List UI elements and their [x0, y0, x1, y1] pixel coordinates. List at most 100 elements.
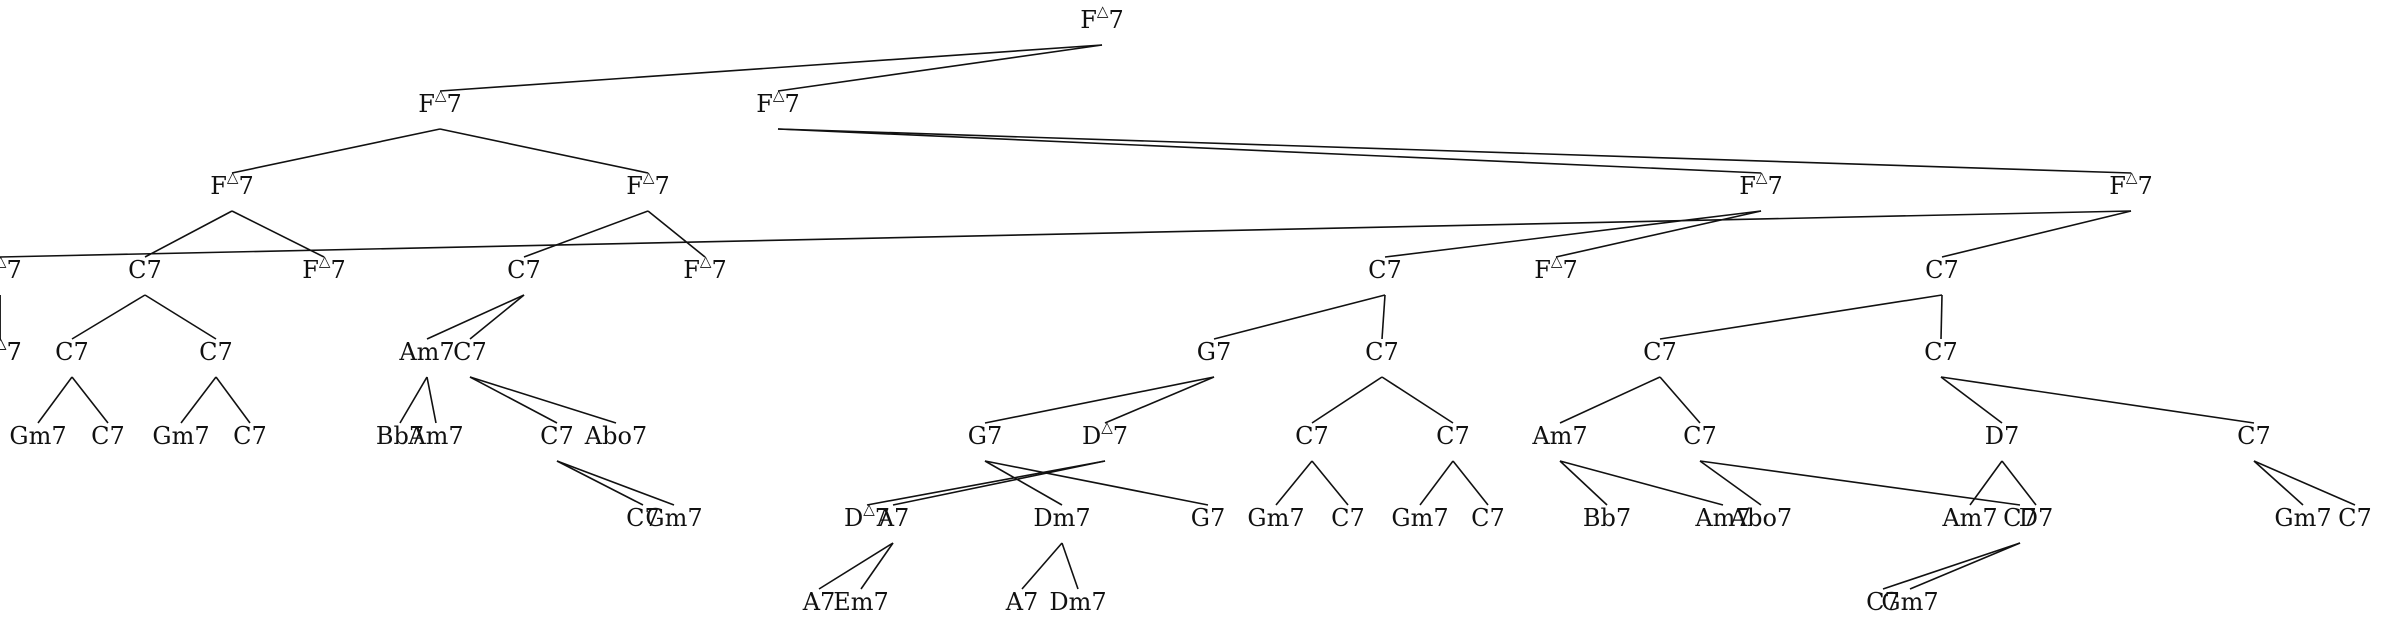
chord-node-gm7: Gm7: [152, 422, 209, 450]
tree-edge: [556, 460, 675, 506]
chord-node-c7: C7: [1866, 588, 1900, 616]
chord-node-gm7: Gm7: [9, 422, 66, 450]
chord-node-c7: C7: [199, 338, 233, 366]
tree-edge: [1941, 210, 2132, 258]
tree-edge: [1061, 542, 1079, 590]
chord-node-c7: C7: [1924, 338, 1958, 366]
tree-edge: [1419, 460, 1454, 506]
tree-edge: [556, 460, 644, 506]
tree-edge: [1940, 376, 2255, 424]
chord-node-f-maj7: F△7: [302, 252, 345, 284]
tree-edge: [1882, 542, 2021, 590]
chord-node-f-maj7: F△7: [1534, 252, 1577, 284]
chord-node-f-maj7: F△7: [210, 168, 253, 200]
chord-node-c7: C7: [1368, 256, 1402, 284]
tree-edge: [1969, 460, 2003, 506]
tree-edge: [426, 294, 525, 340]
chord-node-gm7: Gm7: [1247, 504, 1304, 532]
tree-edge: [1311, 376, 1383, 424]
tree-edge: [469, 376, 617, 424]
chord-node-c7: C7: [233, 422, 267, 450]
tree-edge: [1659, 294, 1943, 340]
chord-node-dm7: Dm7: [1049, 588, 1106, 616]
chord-node-f-maj7: F△7: [1739, 168, 1782, 200]
tree-edge: [231, 128, 441, 174]
chord-node-c7: C7: [2338, 504, 2372, 532]
chord-node-d7: D7: [2019, 504, 2054, 532]
tree-edge: [439, 128, 649, 174]
chord-node-gm7: Gm7: [645, 504, 702, 532]
chord-node-gm7: Gm7: [1881, 588, 1938, 616]
tree-edge: [1940, 376, 2003, 424]
chord-node-f-maj7: F△7: [626, 168, 669, 200]
chord-node-f-maj7: F△7: [756, 86, 799, 118]
chord-node-a7: A7: [802, 588, 836, 616]
tree-edge: [469, 376, 558, 424]
tree-edge: [647, 210, 706, 258]
tree-edge: [180, 376, 217, 424]
chord-node-am7: Am7: [398, 338, 454, 366]
tree-edge: [1699, 460, 2021, 506]
chord-node-f-maj7: F△7: [0, 334, 22, 366]
tree-edge: [818, 542, 894, 590]
tree-edge: [1384, 210, 1762, 258]
tree-edge: [777, 128, 1762, 174]
tree-edge: [2253, 460, 2304, 506]
chord-node-f-maj7: F△7: [0, 252, 22, 284]
chord-node-g7: G7: [1191, 504, 1225, 532]
tree-edge: [984, 460, 1209, 506]
tree-edge: [1559, 376, 1661, 424]
chord-node-bb7: Bb7: [1583, 504, 1631, 532]
chord-node-c7: C7: [626, 504, 660, 532]
chord-node-c7: C7: [453, 338, 487, 366]
chord-node-f-maj7: F△7: [418, 86, 461, 118]
tree-edge: [71, 376, 109, 424]
chord-node-c7: C7: [1436, 422, 1470, 450]
tree-edge: [1275, 460, 1313, 506]
tree-edge: [1559, 460, 1608, 506]
chord-node-c7: C7: [2237, 422, 2271, 450]
chord-node-c7: C7: [507, 256, 541, 284]
chord-node-g7: G7: [968, 422, 1002, 450]
chord-node-em7: Em7: [833, 588, 889, 616]
tree-edge: [71, 294, 146, 340]
chord-node-am7: Am7: [1531, 422, 1587, 450]
tree-edge: [1559, 460, 1724, 506]
tree-edge: [1104, 376, 1215, 424]
chord-node-c7: C7: [1295, 422, 1329, 450]
tree-edge: [984, 460, 1063, 506]
tree-edge: [469, 294, 525, 340]
tree-edge: [426, 376, 437, 424]
chord-node-a7: A7: [1005, 588, 1039, 616]
tree-edge: [1381, 376, 1454, 424]
tree-edge: [866, 460, 1106, 506]
chord-node-c7: C7: [1365, 338, 1399, 366]
chord-node-abo7: Abo7: [584, 422, 647, 450]
chord-node-c7: C7: [2003, 504, 2037, 532]
tree-edge: [215, 376, 251, 424]
tree-edge: [1452, 460, 1489, 506]
chord-node-f-maj7: F△7: [0, 334, 22, 366]
chord-node-am7: Am7: [1941, 504, 1997, 532]
tree-edge: [1311, 460, 1349, 506]
tree-edge: [984, 376, 1215, 424]
chord-node-f-maj7: F△7: [2109, 168, 2152, 200]
chord-node-g7: G7: [1197, 338, 1231, 366]
tree-edge: [399, 376, 428, 424]
tree-edge: [1909, 542, 2021, 590]
tree-edge: [144, 210, 233, 258]
chord-node-dm7: Dm7: [1033, 504, 1090, 532]
tree-edge: [2253, 460, 2356, 506]
chord-node-abo7: Abo7: [1729, 504, 1792, 532]
tree-edge: [777, 128, 2132, 174]
chord-node-c7: C7: [540, 422, 574, 450]
tree-edge: [37, 376, 73, 424]
tree-edge: [231, 210, 325, 258]
tree-edge: [1381, 294, 1386, 340]
tree-edge: [1555, 210, 1762, 258]
tree-edge: [2001, 460, 2037, 506]
chord-node-c7: C7: [128, 256, 162, 284]
tree-edges: [0, 44, 2356, 590]
